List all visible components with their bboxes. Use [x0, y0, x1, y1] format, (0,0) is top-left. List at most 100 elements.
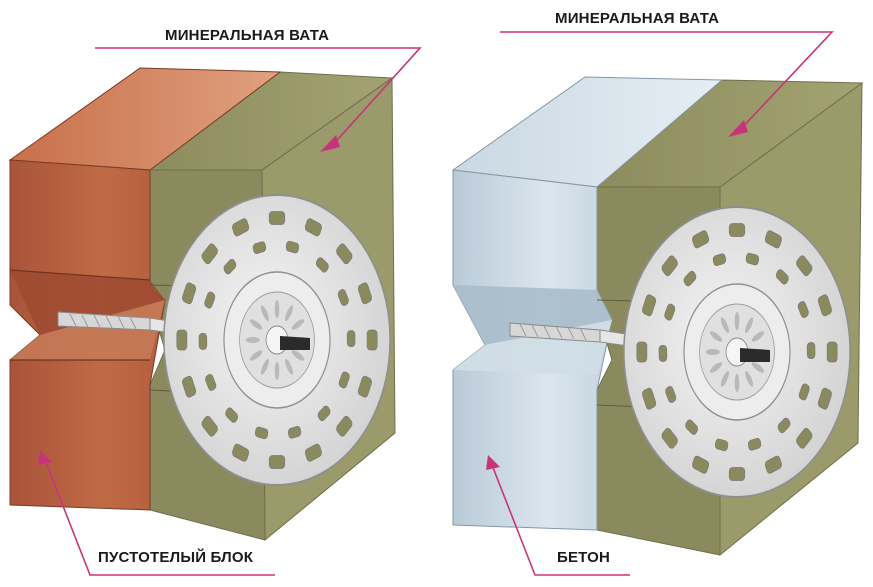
disc-slot	[225, 407, 239, 423]
hub-slot	[734, 312, 740, 330]
leader-lines	[38, 31, 834, 576]
disc-slot	[182, 375, 197, 398]
hub-slot	[274, 300, 280, 318]
disc-slot	[204, 291, 216, 309]
left-brick-notch-lower	[10, 300, 165, 360]
disc-slot	[304, 218, 322, 237]
disc-slot	[232, 218, 250, 237]
disc-slot	[777, 417, 791, 434]
disc-slot	[337, 289, 349, 306]
label-hollow-block: ПУСТОТЕЛЫЙ БЛОК	[98, 549, 254, 566]
arrowhead-hollow-block	[38, 450, 52, 465]
hub-slot	[260, 358, 269, 375]
disc-slot	[304, 443, 322, 462]
label-concrete: БЕТОН	[557, 549, 611, 566]
disc-slot	[357, 282, 372, 305]
left-dowel-tip	[280, 336, 310, 350]
disc-slot	[764, 230, 782, 249]
hub-slot	[709, 362, 723, 373]
disc-slot	[764, 455, 782, 474]
label-mineral-wool-left: МИНЕРАЛЬНАЯ ВАТА	[165, 27, 330, 44]
disc-slot	[747, 437, 762, 451]
disc-slot	[775, 269, 789, 285]
disc-slot	[336, 415, 353, 437]
leader-mineral-wool-right	[500, 31, 834, 133]
disc-slot	[176, 329, 188, 351]
disc-slot	[664, 303, 676, 321]
disc-slot	[636, 341, 648, 363]
hub-slot	[705, 349, 720, 355]
leader-concrete	[491, 464, 630, 576]
disc-slot	[182, 282, 197, 305]
hub-slot	[745, 370, 754, 387]
left-dowel-ribs	[69, 313, 137, 330]
right-insulation-disc	[623, 206, 851, 498]
hub-slot	[709, 331, 723, 342]
hub-slot	[734, 374, 740, 392]
disc-slot	[728, 223, 746, 237]
left-disc-slots	[176, 211, 378, 469]
hub-slot	[285, 305, 294, 322]
right-dowel-ribs	[519, 323, 587, 341]
disc-slot	[223, 258, 237, 275]
leader-hollow-block	[44, 459, 275, 576]
arrowhead-mineral-wool-left	[320, 135, 340, 152]
disc-slot	[252, 241, 267, 255]
right-concrete-notch-upper	[453, 285, 612, 345]
left-brick-joint	[9, 269, 151, 281]
disc-slot	[268, 455, 286, 469]
hub-slot	[260, 305, 269, 322]
disc-slot	[338, 371, 350, 389]
arrowhead-mineral-wool-right	[728, 120, 748, 137]
hub-slot	[249, 319, 263, 330]
hub-slot	[751, 362, 765, 373]
disc-slot	[796, 427, 813, 449]
disc-slot	[661, 427, 678, 449]
hub-slot	[285, 358, 294, 375]
hub-slot	[245, 337, 260, 343]
left-brick-notch-upper	[10, 270, 165, 335]
disc-slot	[728, 467, 746, 481]
hub-slot	[291, 319, 305, 330]
disc-slot	[254, 426, 269, 440]
right-disc-hub-slots	[705, 312, 769, 392]
hub-slot	[249, 350, 263, 361]
disc-slot	[336, 243, 353, 265]
disc-slot	[665, 386, 677, 403]
disc-slot	[826, 341, 838, 363]
hub-slot	[720, 317, 729, 334]
disc-slot	[745, 252, 760, 266]
disc-slot	[315, 257, 329, 273]
disc-slot	[205, 374, 217, 391]
hub-slot	[745, 317, 754, 334]
right-dowel-tip	[740, 348, 770, 362]
hub-slot	[291, 350, 305, 361]
disc-slot	[642, 387, 657, 410]
disc-slot	[366, 329, 378, 351]
disc-slot	[817, 294, 832, 317]
disc-slot	[232, 443, 250, 462]
disc-slot	[692, 230, 710, 249]
disc-slot	[806, 342, 816, 359]
disc-slot	[797, 301, 809, 318]
disc-slot	[683, 270, 697, 287]
right-disc-slots	[636, 223, 838, 481]
disc-slot	[287, 425, 302, 439]
hub-slot	[274, 362, 280, 380]
left-insulation-disc	[163, 194, 391, 486]
leader-mineral-wool-left	[95, 47, 422, 149]
disc-slot	[198, 333, 208, 350]
disc-slot	[796, 255, 813, 277]
disc-slot	[268, 211, 286, 225]
hub-slot	[720, 370, 729, 387]
disc-slot	[817, 387, 832, 410]
disc-slot	[661, 255, 678, 277]
arrowhead-concrete	[486, 455, 500, 470]
disc-slot	[692, 455, 710, 474]
disc-slot	[714, 438, 729, 452]
disc-slot	[658, 345, 668, 362]
disc-slot	[712, 253, 727, 267]
disc-slot	[317, 405, 331, 422]
label-mineral-wool-right: МИНЕРАЛЬНАЯ ВАТА	[555, 10, 720, 27]
